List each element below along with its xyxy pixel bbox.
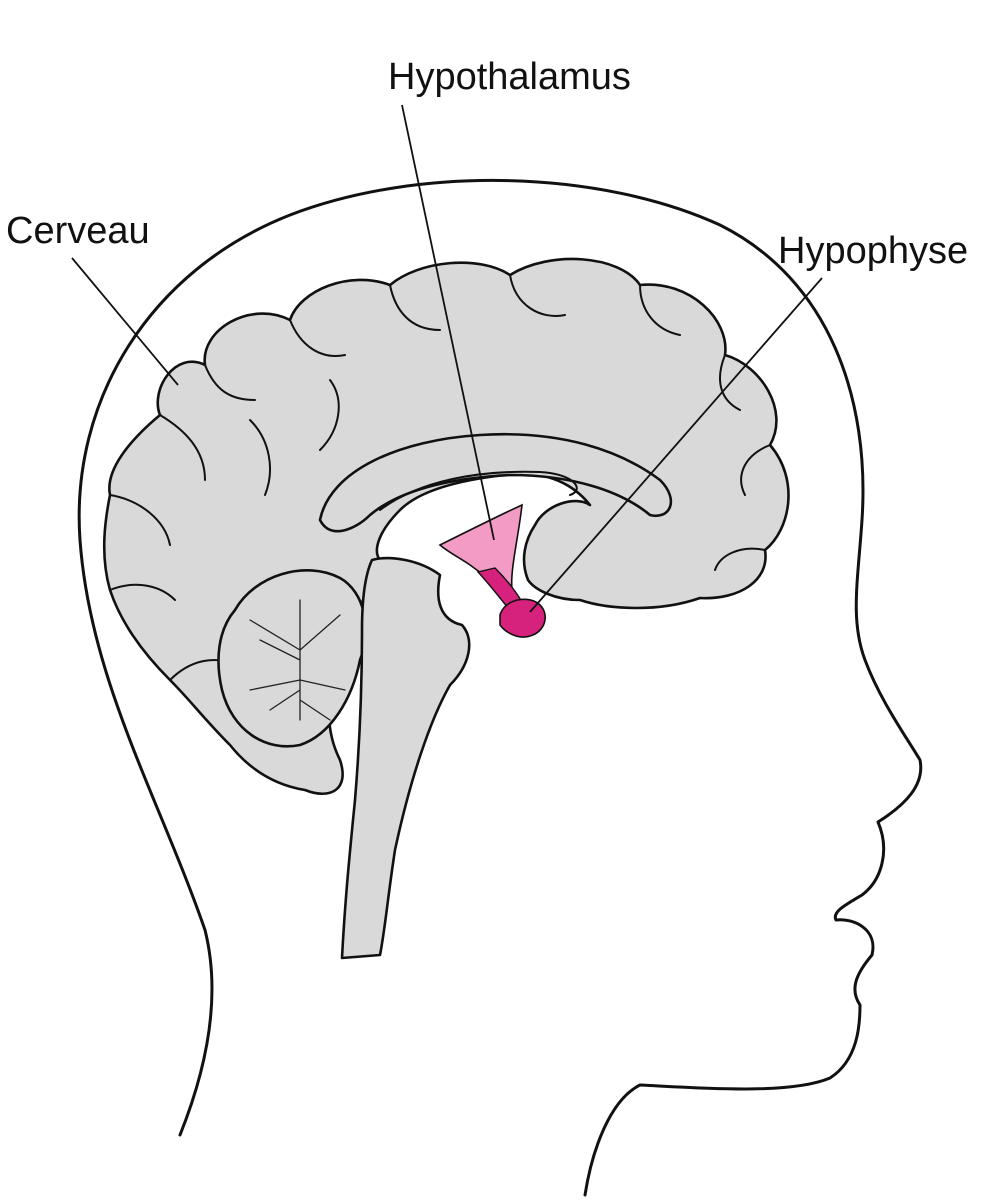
leader-line-hypothalamus [401, 104, 495, 541]
hypothalamus-region [438, 503, 523, 592]
brain-fold [109, 379, 340, 681]
label-hypophyse: Hypophyse [778, 230, 969, 272]
leader-line-hypophyse [529, 277, 823, 613]
cerebellum [217, 569, 367, 748]
brain-fold [204, 274, 771, 571]
leader-line-cerveau [71, 257, 179, 386]
corpus-callosum [318, 433, 673, 533]
label-hypothalamus: Hypothalamus [388, 56, 631, 98]
cerebrum [102, 257, 790, 796]
corpus-callosum-inner [379, 470, 578, 511]
label-cerveau: Cerveau [6, 210, 150, 252]
cerebellum-pattern [249, 599, 346, 721]
brainstem [340, 556, 471, 960]
head-outline [77, 178, 923, 1197]
hypophyse-gland [499, 598, 546, 638]
